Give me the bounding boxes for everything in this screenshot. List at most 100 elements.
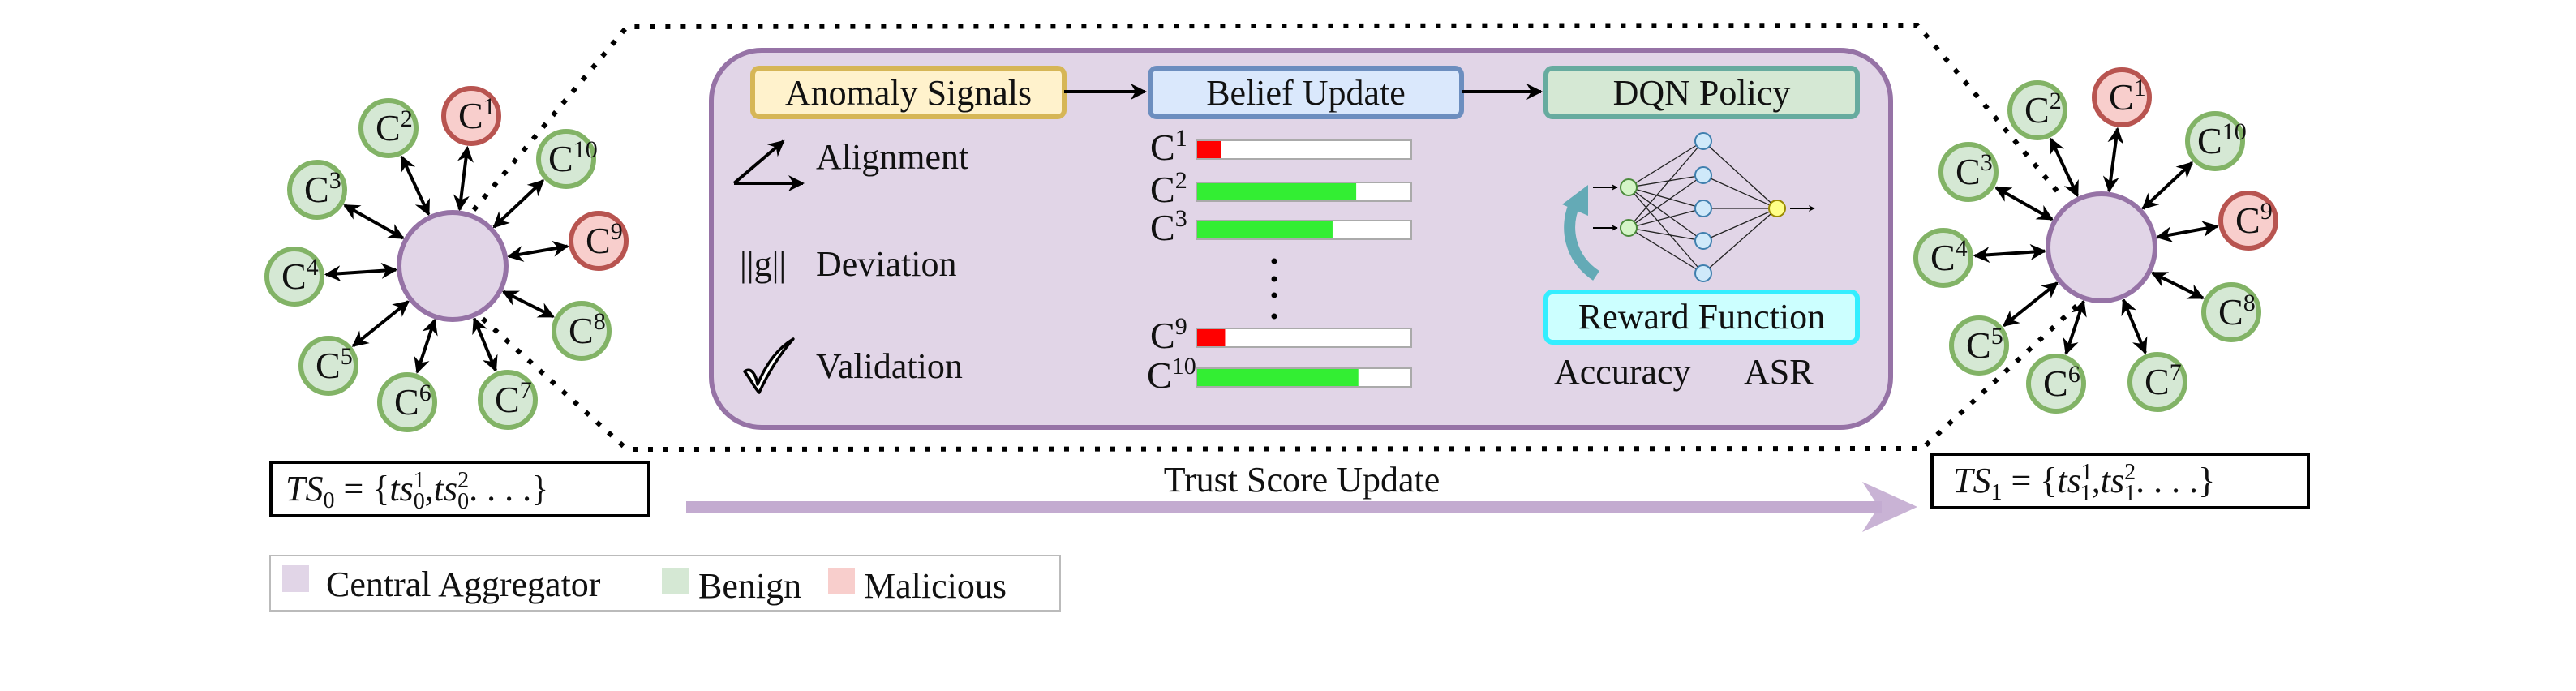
- client-node-6[interactable]: C6: [2026, 354, 2086, 414]
- belief-row-3: C3: [1150, 205, 1412, 248]
- belief-row-label: C1: [1150, 125, 1187, 168]
- belief-update-title: Belief Update: [1206, 73, 1406, 113]
- client-node-9[interactable]: C9: [2218, 191, 2278, 251]
- client-label: C3: [304, 167, 341, 210]
- link-arrow: [2102, 127, 2124, 193]
- link-arrow: [507, 240, 569, 262]
- belief-bar-track: [1196, 328, 1412, 348]
- client-node-3[interactable]: C3: [287, 160, 347, 220]
- client-node-4[interactable]: C4: [264, 247, 324, 307]
- nn-hidden-node: [1694, 166, 1712, 184]
- link-arrow: [414, 318, 438, 374]
- client-node-2[interactable]: C2: [2007, 80, 2067, 140]
- anomaly-signals-title: Anomaly Signals: [785, 73, 1032, 113]
- client-node-1[interactable]: C1: [441, 86, 501, 146]
- nn-edge: [1628, 187, 1704, 242]
- client-label: C8: [569, 308, 606, 351]
- client-node-10[interactable]: C10: [2185, 111, 2247, 171]
- client-node-1[interactable]: C1: [2092, 67, 2152, 127]
- nn-edge: [1702, 208, 1778, 242]
- client-node-8[interactable]: C8: [552, 301, 612, 361]
- nn-hidden-node: [1694, 232, 1712, 250]
- signal-label: Deviation: [816, 244, 957, 284]
- client-label: C1: [2109, 75, 2146, 118]
- nn-hidden-node: [1694, 200, 1712, 217]
- nn-edge: [1628, 187, 1704, 274]
- client-node-3[interactable]: C3: [1938, 142, 1999, 202]
- client-label: C7: [495, 377, 532, 420]
- client-label: C1: [458, 93, 496, 136]
- link-arrow: [2141, 161, 2193, 210]
- client-label: C5: [316, 343, 353, 386]
- link-arrow: [453, 145, 474, 212]
- client-node-10[interactable]: C10: [536, 129, 598, 189]
- nn-edge: [1702, 174, 1778, 209]
- belief-row-9: C9: [1150, 313, 1412, 356]
- belief-bar-track: [1196, 139, 1412, 160]
- nn-edge: [1628, 227, 1704, 242]
- belief-row-10: C10: [1147, 353, 1412, 396]
- client-node-5[interactable]: C5: [1949, 315, 2009, 376]
- client-node-5[interactable]: C5: [298, 336, 358, 396]
- legend-swatch-malicious: [828, 568, 855, 594]
- client-node-6[interactable]: C6: [377, 372, 437, 432]
- client-node-7[interactable]: C7: [478, 370, 538, 430]
- signal-label: Validation: [816, 346, 963, 386]
- client-label: C7: [2145, 359, 2182, 402]
- client-label: C9: [2235, 198, 2273, 241]
- nn-edge: [1628, 208, 1704, 229]
- signal-deviation: ||g|| Deviation: [740, 244, 957, 284]
- link-arrow: [324, 262, 398, 282]
- client-label: C10: [548, 136, 598, 179]
- nn-hidden-node: [1694, 132, 1712, 150]
- belief-ellipsis: [1271, 258, 1277, 320]
- belief-update-box: Belief Update: [1148, 66, 1464, 119]
- nn-edge: [1628, 227, 1704, 274]
- link-arrow: [2063, 299, 2087, 355]
- legend-swatch-benign: [662, 568, 689, 594]
- reward-term-asr: ASR: [1744, 352, 1814, 392]
- anomaly-signals-box: Anomaly Signals: [750, 66, 1067, 119]
- belief-row-1: C1: [1150, 125, 1412, 168]
- client-node-4[interactable]: C4: [1913, 228, 1973, 288]
- belief-row-label: C3: [1150, 205, 1187, 248]
- belief-row-2: C2: [1150, 167, 1412, 210]
- belief-bar-fill: [1197, 183, 1357, 200]
- belief-bar-fill: [1197, 329, 1226, 346]
- belief-row-label: C2: [1150, 167, 1187, 210]
- link-arrow: [2155, 221, 2219, 243]
- checkmark-icon: [743, 337, 795, 394]
- legend-label: Benign: [698, 566, 801, 606]
- dqn-network-icon: [1593, 132, 1815, 282]
- link-arrow: [343, 204, 405, 240]
- client-node-8[interactable]: C8: [2201, 282, 2261, 342]
- central-aggregator-node[interactable]: [2046, 191, 2157, 303]
- nn-input-node: [1620, 219, 1638, 237]
- nn-input-node: [1620, 178, 1638, 196]
- norm-icon: ||g||: [740, 244, 786, 284]
- client-node-2[interactable]: C2: [358, 98, 419, 158]
- nn-hidden-node: [1694, 264, 1712, 282]
- alignment-arrows-icon: [732, 139, 805, 191]
- belief-row-label: C9: [1150, 313, 1187, 356]
- client-node-9[interactable]: C9: [569, 211, 629, 271]
- client-node-7[interactable]: C7: [2127, 352, 2187, 412]
- link-arrow: [2121, 298, 2148, 354]
- link-arrow: [2002, 281, 2059, 328]
- link-arrow: [501, 290, 555, 319]
- signal-alignment: Alignment: [732, 137, 968, 191]
- legend-label: Malicious: [864, 566, 1007, 606]
- central-aggregator-node[interactable]: [397, 210, 509, 322]
- dqn-policy-box: DQN Policy: [1543, 66, 1860, 119]
- trust-score-update-label: Trust Score Update: [1164, 460, 1440, 500]
- belief-row-label: C10: [1147, 353, 1196, 396]
- legend-swatch-aggregator: [282, 565, 309, 592]
- reward-feedback-arrow-icon: [1562, 185, 1600, 281]
